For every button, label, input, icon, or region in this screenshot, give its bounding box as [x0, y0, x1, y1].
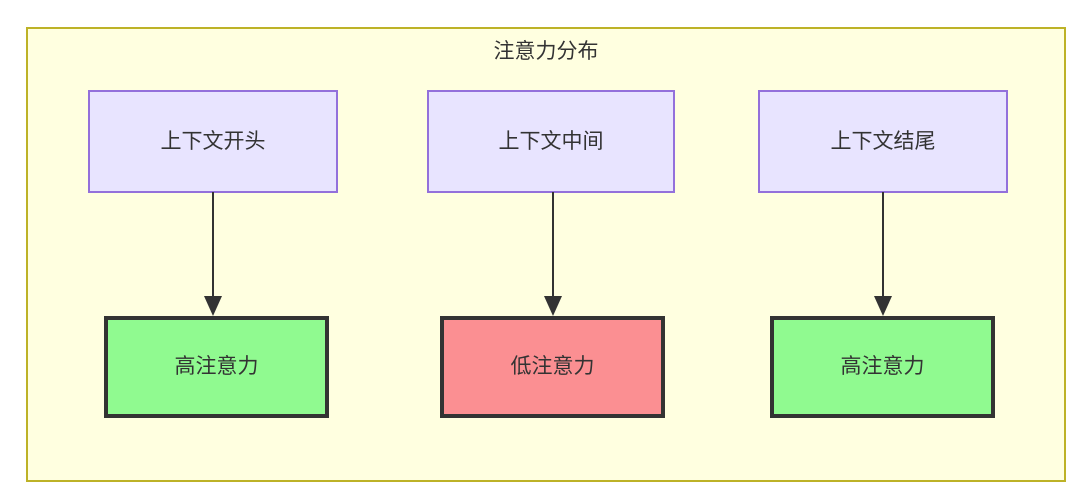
subgraph-title: 注意力分布: [493, 40, 599, 63]
node-context-start[interactable]: 上下文开头: [88, 90, 338, 193]
node-context-end[interactable]: 上下文结尾: [758, 90, 1008, 193]
node-outcome-end-high[interactable]: 高注意力: [770, 316, 995, 418]
node-outcome-middle-low[interactable]: 低注意力: [440, 316, 665, 418]
node-outcome-start-high[interactable]: 高注意力: [104, 316, 329, 418]
node-context-middle[interactable]: 上下文中间: [427, 90, 675, 193]
